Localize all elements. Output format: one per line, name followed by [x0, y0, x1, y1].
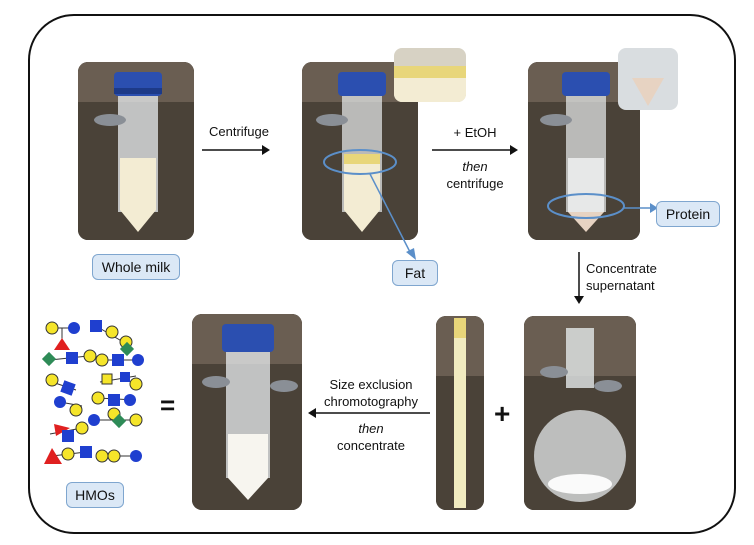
- hmo-product-tube-photo: [192, 314, 302, 510]
- sec-column-photo: [436, 316, 484, 510]
- sec-step-label: Size exclusion chromotography: [324, 377, 418, 409]
- protein-callout: [547, 193, 658, 219]
- fat-layer-closeup: [394, 48, 466, 102]
- fat-label: Fat: [392, 260, 438, 286]
- concentrate-step-label: Concentrate supernatant: [586, 261, 657, 293]
- sec-then-label: then concentrate: [337, 421, 405, 453]
- centrifuge-step-label: Centrifuge: [209, 124, 269, 139]
- concentrate-arrow: [574, 252, 584, 304]
- plus-sign: +: [494, 398, 511, 429]
- sec-arrow: [308, 408, 430, 418]
- etoh-step-label: + EtOH: [453, 125, 497, 140]
- diagram-frame: [28, 14, 736, 534]
- whole-milk-tube-photo: [78, 62, 194, 240]
- hmos-label: HMOs: [66, 482, 124, 508]
- etoh-then-label: then centrifuge: [446, 159, 504, 191]
- protein-label: Protein: [656, 201, 720, 227]
- round-flask-photo: [524, 316, 636, 510]
- protein-pellet-closeup: [618, 48, 678, 110]
- protein-pellet-tube-photo: [528, 62, 640, 240]
- hmo-glycan-structures: [41, 320, 144, 464]
- etoh-arrow: [432, 145, 518, 155]
- fat-callout: [323, 149, 416, 260]
- equals-sign: =: [160, 390, 176, 420]
- whole-milk-label: Whole milk: [92, 254, 180, 280]
- centrifuge-arrow: [202, 145, 270, 155]
